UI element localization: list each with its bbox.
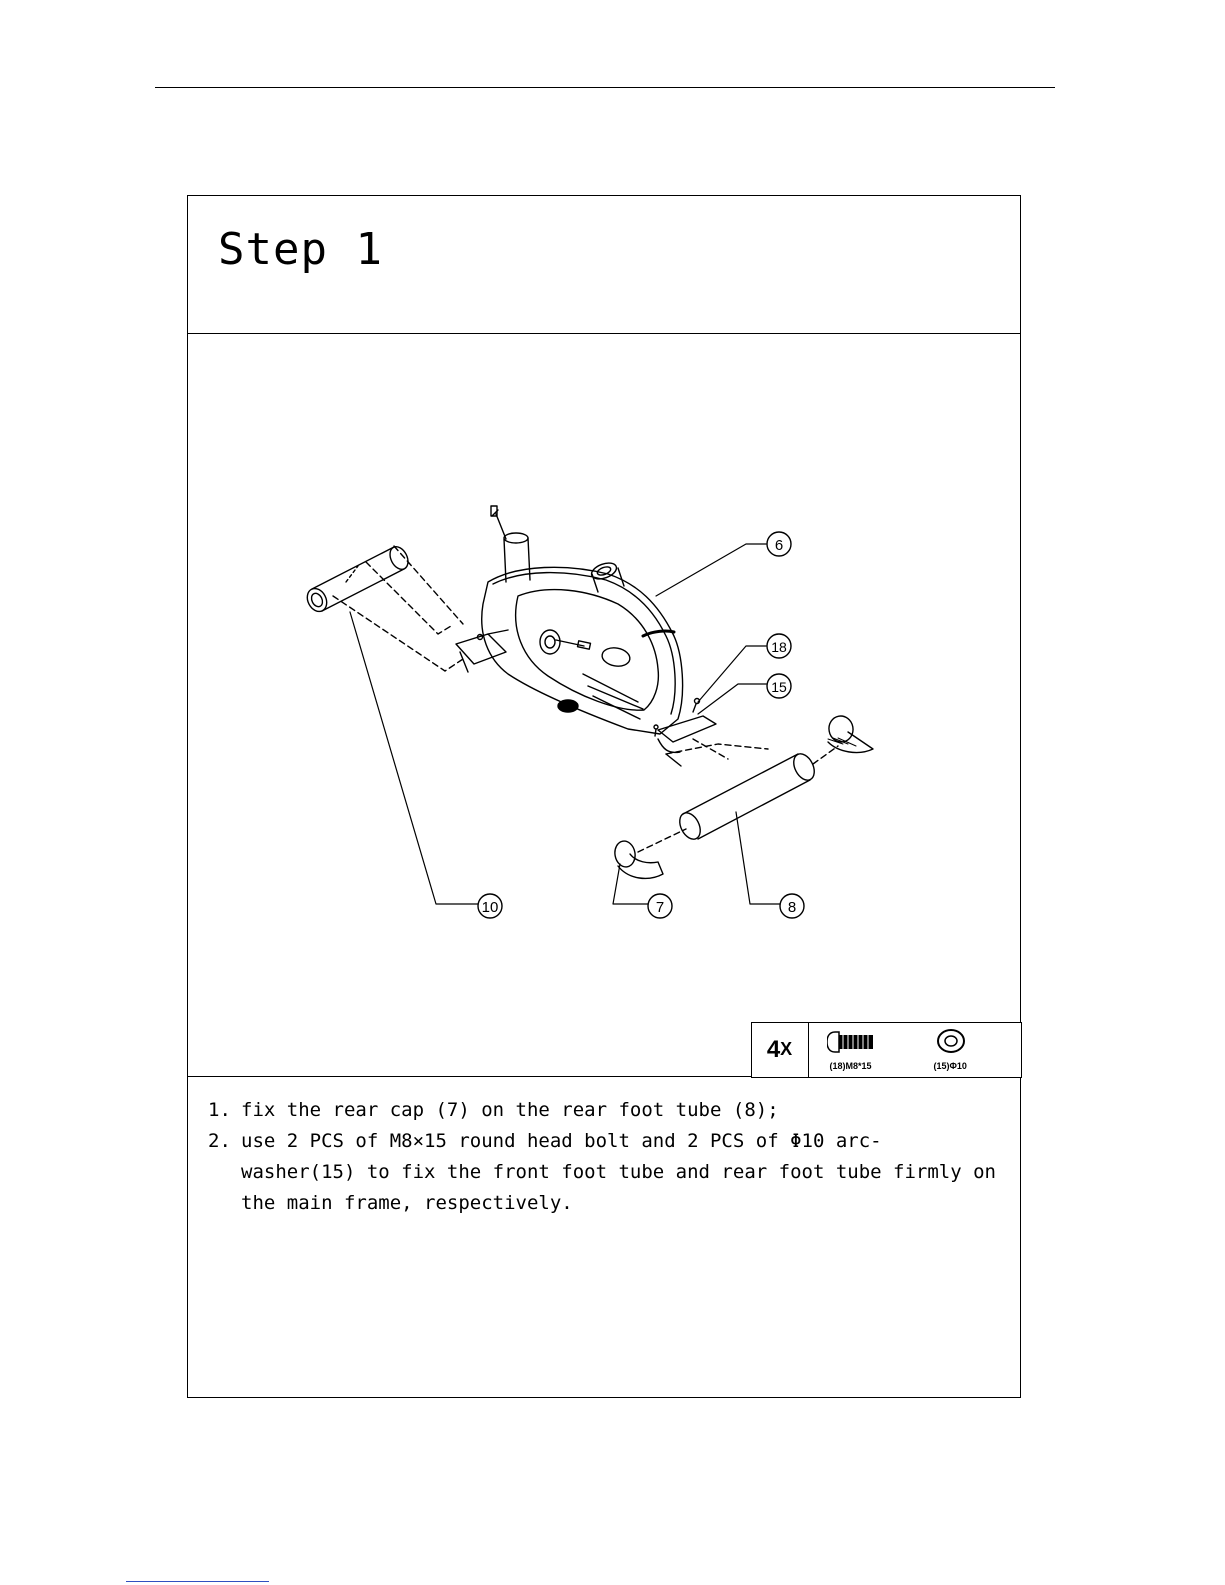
main-frame: [482, 506, 716, 766]
step-title: Step 1: [218, 224, 383, 275]
instruction-number: 1.: [208, 1095, 241, 1126]
rear-cap-right: [827, 714, 873, 752]
front-mount-bracket: [456, 630, 508, 672]
instruction-number: 2.: [208, 1126, 241, 1219]
quantity-suffix: X: [780, 1039, 792, 1060]
instructions-section: 1. fix the rear cap (7) on the rear foot…: [188, 1077, 1020, 1219]
callout-18: 18: [767, 634, 791, 658]
instruction-item: 1. fix the rear cap (7) on the rear foot…: [208, 1095, 1020, 1126]
front-tube-guide-lines: [333, 546, 463, 671]
callout-8: 8: [780, 894, 804, 918]
assembly-figure-section: 10 7 8 6 18 15: [188, 334, 1020, 1077]
washer-icon: [935, 1027, 967, 1055]
callout-10: 10: [478, 894, 502, 918]
title-section: Step 1: [188, 196, 1020, 334]
instruction-text: fix the rear cap (7) on the rear foot tu…: [241, 1095, 1020, 1126]
callout-6: 6: [767, 532, 791, 556]
bolt-label: (18)M8*15: [830, 1061, 872, 1071]
bolt-icon: [827, 1029, 877, 1055]
bolt-washer-assembly: [654, 699, 700, 737]
callout-7: 7: [648, 894, 672, 918]
footer-link-underline: [126, 1581, 269, 1582]
svg-text:7: 7: [656, 899, 664, 916]
instruction-text: use 2 PCS of M8×15 round head bolt and 2…: [241, 1126, 1020, 1219]
instruction-item: 2. use 2 PCS of M8×15 round head bolt an…: [208, 1126, 1020, 1219]
front-foot-tube: [304, 544, 412, 615]
svg-text:10: 10: [482, 899, 499, 916]
header-rule: [155, 87, 1055, 88]
svg-text:15: 15: [771, 679, 787, 695]
callout-15: 15: [767, 674, 791, 698]
washer-label: (15)Φ10: [934, 1061, 967, 1071]
quantity-number: 4: [767, 1036, 780, 1064]
assembly-diagram: 10 7 8 6 18 15: [188, 334, 1019, 1075]
svg-text:18: 18: [771, 639, 787, 655]
svg-text:8: 8: [788, 899, 796, 916]
svg-text:6: 6: [775, 537, 783, 554]
rear-cap-left: [613, 839, 663, 878]
rear-foot-tube: [676, 750, 819, 842]
step-frame: Step 1: [187, 195, 1021, 1398]
